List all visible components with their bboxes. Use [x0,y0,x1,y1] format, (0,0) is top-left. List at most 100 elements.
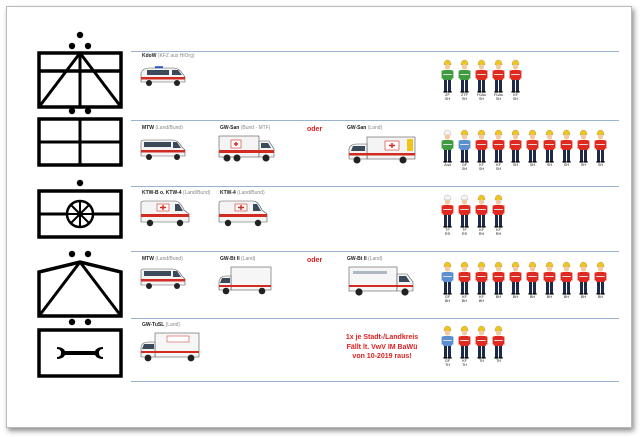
crew-member: Arzt [441,129,454,172]
crew-member: BH [543,261,556,304]
crew-member: BH [577,261,590,304]
person-icon [475,261,488,295]
person-icon [526,129,539,163]
crew-role-label: KF SH [495,163,502,172]
vehicle-kdow-icon [140,66,186,86]
crew-role-label: BH [563,295,570,299]
crew-member: GF BH [441,261,454,304]
crew-role-label: TH [495,359,502,363]
vehicle-mtw-icon [140,139,186,160]
vehicle-label-mtw: MTW (Land/Bund) [142,125,183,131]
vehicle-gw-bt-1-icon [218,266,272,295]
crew-role-label: BH [597,295,604,299]
person-icon [458,194,471,228]
crew-member: FüAs SH [475,59,488,102]
vehicle-gw-san-land-icon [348,136,416,164]
person-icon [441,261,454,295]
crew-role-label: TF RS [444,228,451,237]
vehicle-label-mtw-care: MTW (Land/Bund) [142,256,183,262]
crew-member: BH [560,261,573,304]
vehicle-mtw-care-icon [140,268,186,289]
tactical-sign-treatment-icon [37,107,123,167]
row-separator [131,120,619,121]
crew-role-label: KF RH [495,228,502,237]
person-icon [458,59,471,93]
person-icon [492,325,505,359]
note-line: 1x je Stadt-/Landkreis [345,334,419,341]
vehicle-label-gw-bt-2: GW-Bt II (Land) [347,256,383,262]
crew-role-label: GF TH [444,359,451,368]
row-separator [131,186,619,187]
crew-member: BH [509,261,522,304]
tactical-sign-command-icon [37,31,123,109]
crew-role-label: SH [563,163,570,167]
person-icon [526,261,539,295]
crew-member: KF SH [492,129,505,172]
vehicle-label-gw-tusl: GW-TuSL (Land) [142,322,181,328]
person-icon [509,261,522,295]
crew-role-label: SH [529,163,536,167]
person-icon [492,194,505,228]
crew-role-label: BH [546,295,553,299]
crew-role-label: FüAs SH [494,93,503,102]
row-separator [131,381,619,382]
vehicle-gw-tusl-icon [140,332,200,362]
crew-role-label: ZF SH [444,93,451,102]
crew-role-label: SH [546,163,553,167]
row-separator [131,318,619,319]
vehicle-label-ktw-4: KTW-4 (Land/Bund) [220,190,265,196]
vehicle-gw-san-bund-icon [218,135,275,162]
note-line: von 10-2019 raus! [352,353,412,360]
person-icon [475,59,488,93]
crew-role-label: KF RH [478,228,485,237]
note-line: Fällt lt. VwV IM BaWü [346,343,418,351]
crew-member: SH [526,129,539,172]
person-icon [492,59,505,93]
crew-member: TF RS [441,194,454,237]
crew-member: KF BH [475,261,488,304]
crew-member: FüAs SH [492,59,505,102]
crew-member: KF TH [458,325,471,368]
person-icon [441,194,454,228]
crew-member: KF BH [458,261,471,304]
crew-role-label: KF BH [478,295,485,304]
person-icon [475,129,488,163]
person-icon [458,261,471,295]
person-icon [560,261,573,295]
crew-role-label: KF SH [512,93,519,102]
crew-member: KF RH [475,194,488,237]
vehicle-gw-bt-2-icon [348,266,414,296]
vehicle-label-gw-san-bund: GW-San (Bund - MTF) [220,125,271,131]
person-icon [441,325,454,359]
crew-member: BH [492,261,505,304]
crew-role-label: KF TH [461,359,468,368]
crew-role-label: Arzt [444,163,451,167]
crew-member: ZF SH [441,59,454,102]
tactical-sign-care-icon [37,250,123,318]
crew-member: BH [594,261,607,304]
oder-label: oder [307,126,323,133]
crew-member: SH [577,129,590,172]
row-separator [131,251,619,252]
crew-member: SH [594,129,607,172]
person-icon [543,129,556,163]
crew-member: SH [509,129,522,172]
crew-role-label: SH [597,163,604,167]
crew-member: KF SH [475,129,488,172]
person-icon [458,325,471,359]
person-icon [560,129,573,163]
row-separator [131,51,619,52]
oder-label: oder [307,257,323,264]
vehicle-label-kdow: KdoW (KFZ aus HiOrg) [142,53,195,59]
tactical-sign-transport-icon [37,179,123,239]
crew-member: SH [560,129,573,172]
person-icon [577,129,590,163]
crew-role-label: KF SH [478,163,485,172]
person-icon [594,261,607,295]
person-icon [441,129,454,163]
